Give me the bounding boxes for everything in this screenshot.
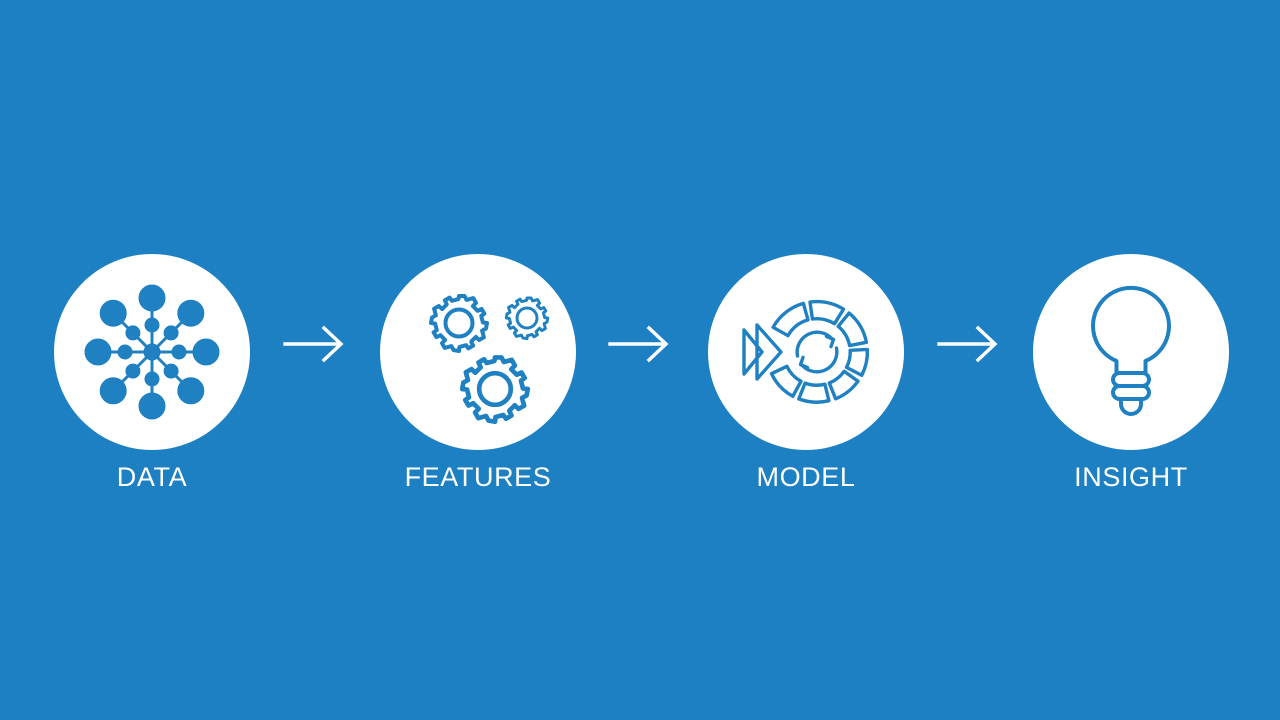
gears-icon [429, 294, 550, 425]
network-nodes-icon [84, 284, 220, 420]
flow-step-label-features: FEATURES [404, 462, 552, 492]
step-icon-disc-insight [1033, 254, 1229, 450]
flow-step-data[interactable]: DATA [42, 254, 262, 491]
step-icon-disc-data [54, 254, 250, 450]
arrow-right-icon [937, 325, 998, 363]
arrow-right-icon [283, 325, 344, 363]
flow-connector-data-to-features [283, 322, 349, 366]
flow-step-features[interactable]: FEATURES [368, 254, 588, 491]
flow-connector-model-to-insight [937, 322, 1003, 366]
segmented-ring-refresh-icon [742, 299, 870, 404]
step-icon-disc-features [380, 254, 576, 450]
flow-step-insight[interactable]: INSIGHT [1021, 254, 1241, 491]
flow-step-label-insight: INSIGHT [1074, 462, 1188, 492]
flow-step-model[interactable]: MODEL [696, 254, 916, 491]
step-icon-disc-model [708, 254, 904, 450]
flow-step-label-model: MODEL [756, 462, 856, 492]
arrow-right-icon [608, 325, 669, 363]
flow-connector-features-to-model [608, 322, 674, 366]
lightbulb-icon [1091, 285, 1171, 416]
flow-step-label-data: DATA [116, 462, 188, 492]
